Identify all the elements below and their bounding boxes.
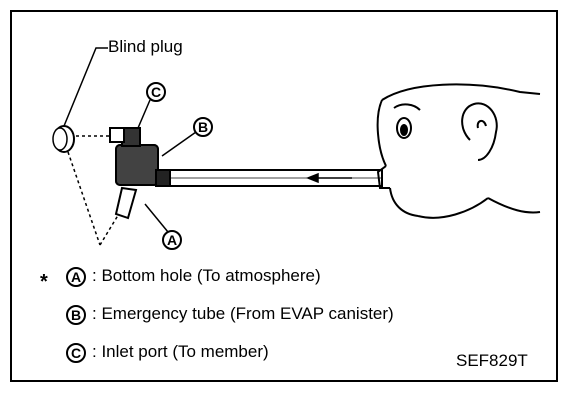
blind-plug-leader xyxy=(63,47,108,127)
eye-icon xyxy=(396,117,412,139)
valve-body-icon xyxy=(109,127,159,220)
legend-text-c: : Inlet port (To member) xyxy=(92,342,269,361)
legend-text-b: : Emergency tube (From EVAP canister) xyxy=(92,304,394,323)
legend-marker-b: B xyxy=(66,305,86,325)
blind-plug-icon xyxy=(52,125,75,153)
diagram-frame xyxy=(10,10,558,382)
flow-arrow-icon xyxy=(305,172,352,184)
marker-leaders xyxy=(137,99,197,233)
legend-marker-a: A xyxy=(66,267,86,287)
asterisk-mark: * xyxy=(40,271,48,293)
legend-text-a: : Bottom hole (To atmosphere) xyxy=(92,266,321,285)
brow-icon xyxy=(393,103,421,111)
marker-a: A xyxy=(162,230,182,250)
face-icon xyxy=(376,83,541,219)
blind-plug-label: Blind plug xyxy=(108,37,183,56)
legend-marker-c: C xyxy=(66,343,86,363)
marker-b: B xyxy=(193,117,213,137)
figure-code: SEF829T xyxy=(456,351,528,370)
dashed-leaders xyxy=(67,135,121,246)
marker-c: C xyxy=(146,82,166,102)
